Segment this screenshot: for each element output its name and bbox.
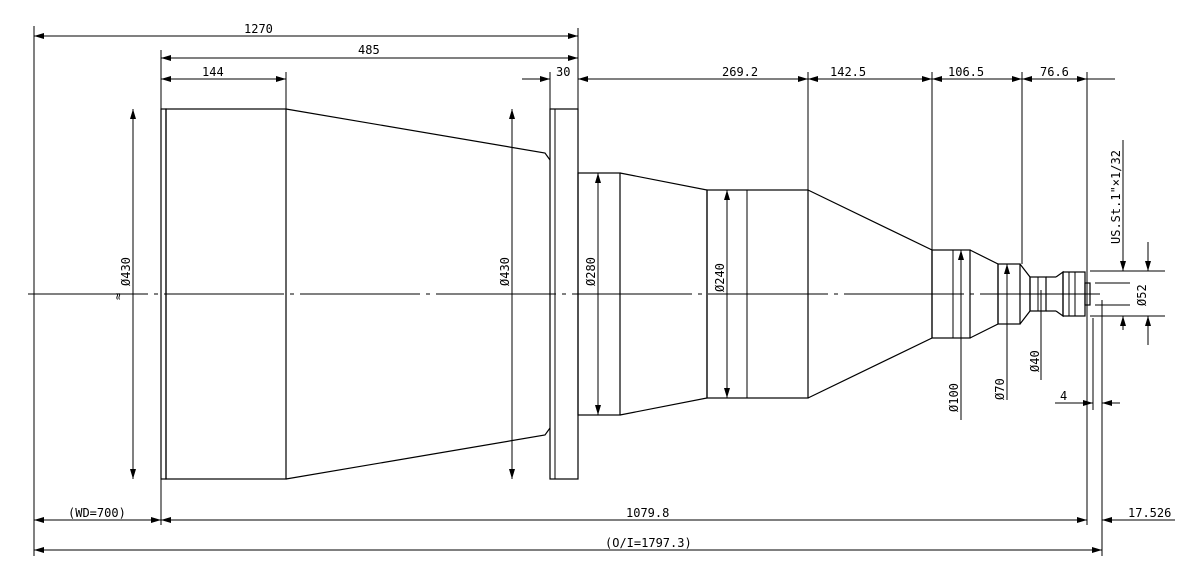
dim-section-3: 106.5: [948, 65, 984, 79]
dia-52: Ø52: [1135, 284, 1149, 306]
dim-front-section: 485: [358, 43, 380, 57]
dia-70: Ø70: [993, 378, 1007, 400]
dia-100: Ø100: [947, 383, 961, 412]
extension-lines: [33, 26, 1165, 556]
dim-front-barrel: 144: [202, 65, 224, 79]
dia-40: Ø40: [1028, 350, 1042, 372]
dia-flange: Ø430: [498, 257, 512, 286]
dim-mount-step: 4: [1060, 389, 1067, 403]
dimension-lines: [34, 33, 1175, 553]
thread-spec: US.St.1"×1/32: [1109, 150, 1123, 244]
break-symbol: ≈: [111, 293, 125, 300]
lens-body: [160, 108, 1091, 480]
dia-240: Ø240: [713, 263, 727, 292]
dim-back-focus: 17.526: [1128, 506, 1171, 520]
dim-section-1: 269.2: [722, 65, 758, 79]
dim-section-4: 76.6: [1040, 65, 1069, 79]
dim-flange: 30: [556, 65, 570, 79]
dia-280: Ø280: [584, 257, 598, 286]
dim-lens-length: 1079.8: [626, 506, 669, 520]
dim-overall-length: 1270: [244, 22, 273, 36]
dim-object-to-image: (O/I=1797.3): [605, 536, 692, 550]
dia-front: Ø430: [119, 257, 133, 286]
dim-working-distance: (WD=700): [68, 506, 126, 520]
dim-section-2: 142.5: [830, 65, 866, 79]
